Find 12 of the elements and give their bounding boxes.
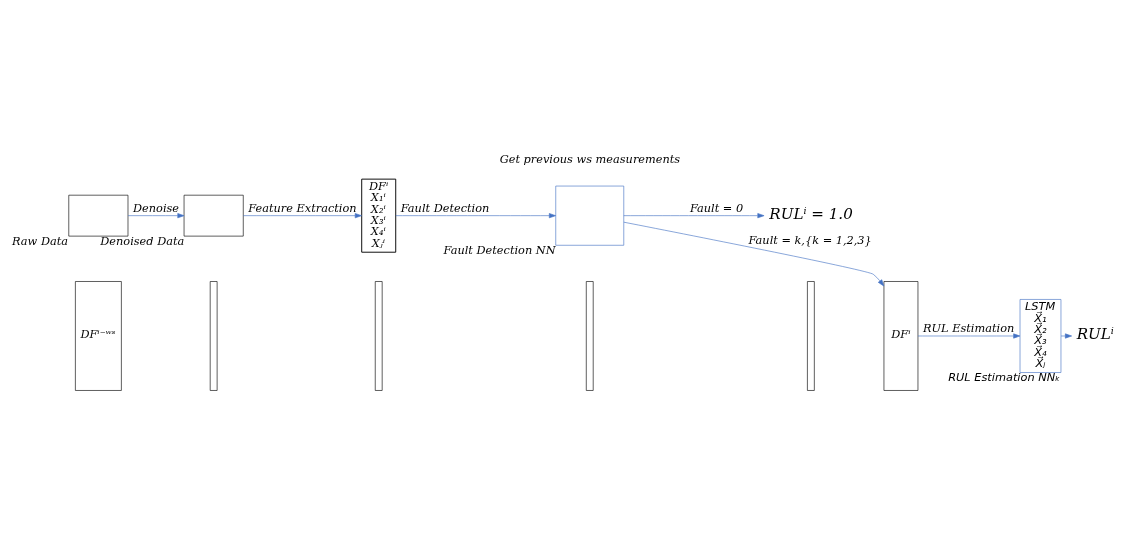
edge-label: Denoise — [133, 200, 180, 215]
node-label: Raw Data — [12, 233, 69, 248]
edge-label: Fault = k,{k = 1,2,3} — [748, 232, 872, 247]
edge-label: Fault = 0 — [689, 200, 744, 215]
node-text: RULⁱ — [1076, 325, 1114, 344]
node-label: Denoised Data — [100, 233, 185, 248]
node-text: RULⁱ = 1.0 — [769, 204, 853, 223]
edge-label: RUL Estimation — [923, 320, 1015, 335]
edge-label: Fault Detection — [400, 200, 490, 215]
edge-label: Feature Extraction — [248, 200, 357, 215]
label: Get previous ws measurements — [499, 152, 681, 166]
node-label: Fault Detection NN — [443, 242, 556, 257]
